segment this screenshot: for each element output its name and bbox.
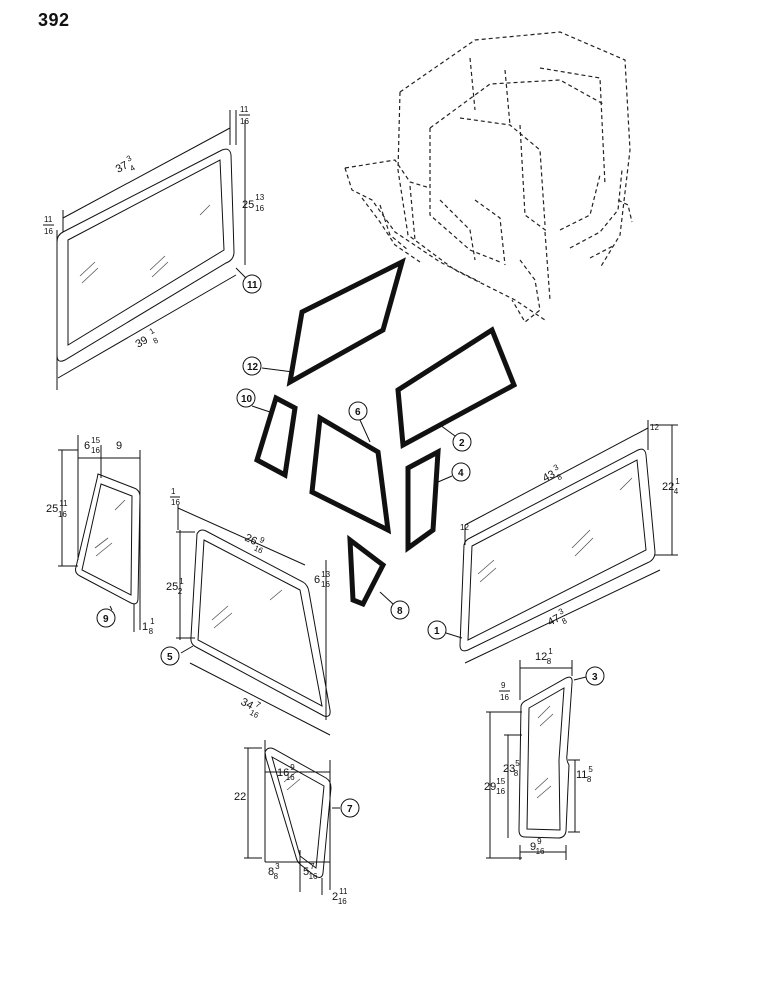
glass-pane-1 xyxy=(459,420,678,664)
dim-5-bottom: 34716 xyxy=(237,693,265,720)
glass-pane-8 xyxy=(347,534,387,608)
dim-11-top: 3734 xyxy=(112,153,138,179)
callout-3: 3 xyxy=(573,666,605,686)
callout-5: 5 xyxy=(160,645,194,666)
callout-12: 12 xyxy=(242,356,294,376)
dim-5-small-den: 16 xyxy=(171,498,180,507)
svg-text:2: 2 xyxy=(459,438,465,449)
dim-11-bottom: 3918 xyxy=(132,326,162,354)
glass-pane-6 xyxy=(309,413,392,535)
dim-11-left-small-den: 16 xyxy=(44,227,53,236)
glass-pane-10 xyxy=(254,394,298,479)
dim-11-right-small-num: 11 xyxy=(240,105,249,114)
dim-1-right-small: 12 xyxy=(650,423,659,432)
glass-pane-12 xyxy=(286,257,406,387)
dim-1-top: 4338 xyxy=(539,462,565,488)
callout-10: 10 xyxy=(236,388,271,413)
dim-5-top: 26916 xyxy=(241,529,269,556)
dim-11-left-small-num: 11 xyxy=(44,215,53,224)
glass-pane-3 xyxy=(486,660,580,860)
svg-text:7: 7 xyxy=(347,804,353,815)
glass-pane-9 xyxy=(58,435,141,632)
callout-9: 9 xyxy=(96,605,116,628)
dim-7-left: 22 xyxy=(234,791,246,803)
svg-text:8: 8 xyxy=(397,606,403,617)
dim-3-small-den: 16 xyxy=(500,693,509,702)
page-number: 392 xyxy=(38,10,70,30)
callout-7: 7 xyxy=(332,798,360,818)
callout-6: 6 xyxy=(348,401,371,443)
svg-text:12: 12 xyxy=(247,362,259,373)
glass-pane-7 xyxy=(244,740,332,895)
glass-pane-5 xyxy=(176,505,331,736)
dim-1-bottom: 4738 xyxy=(544,606,570,632)
glass-pane-11 xyxy=(56,110,246,390)
svg-text:4: 4 xyxy=(458,468,464,479)
svg-text:6: 6 xyxy=(355,407,361,418)
dim-11-right-small-den: 16 xyxy=(240,117,249,126)
svg-text:3: 3 xyxy=(592,672,598,683)
dim-3-small-num: 9 xyxy=(501,681,506,690)
dim-5-small-num: 1 xyxy=(171,487,176,496)
callout-11: 11 xyxy=(235,267,262,294)
callout-2: 2 xyxy=(439,424,472,452)
svg-text:11: 11 xyxy=(247,280,258,291)
dim-9-top-b: 9 xyxy=(116,440,122,452)
glass-pane-2 xyxy=(395,326,518,450)
svg-text:9: 9 xyxy=(103,614,109,625)
cab-illustration xyxy=(344,31,633,323)
svg-text:5: 5 xyxy=(167,652,173,663)
dim-1-left-small: 12 xyxy=(460,523,469,532)
callout-1: 1 xyxy=(427,620,463,640)
callout-4: 4 xyxy=(437,462,471,483)
callout-8: 8 xyxy=(379,591,410,620)
glass-pane-4 xyxy=(405,447,441,553)
svg-text:1: 1 xyxy=(434,626,440,637)
svg-text:10: 10 xyxy=(241,394,253,405)
